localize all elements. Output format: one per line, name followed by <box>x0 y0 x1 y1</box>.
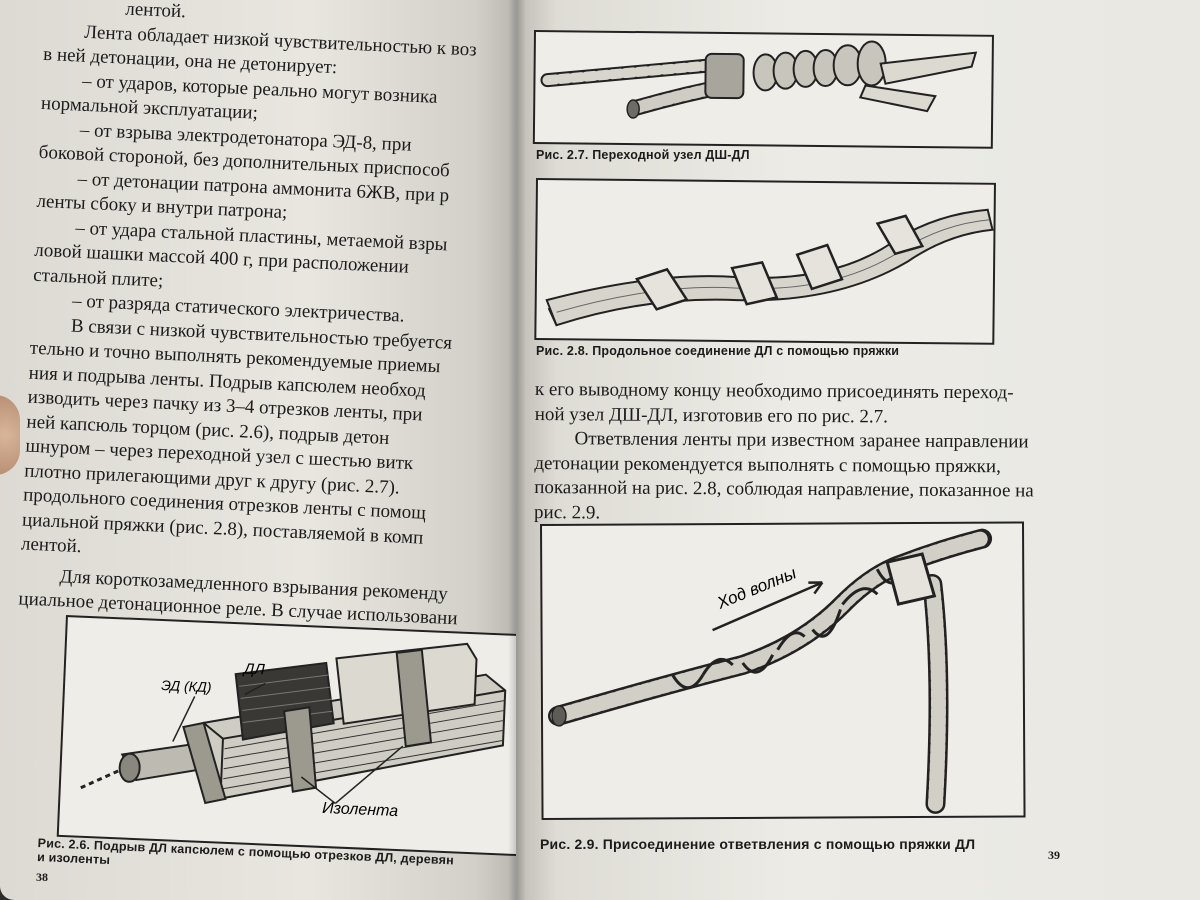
figure-2-7-caption: Рис. 2.7. Переходной узел ДШ-ДЛ <box>536 148 750 162</box>
left-page-text: лентой. Лента обладает низкой чувствител… <box>18 0 516 634</box>
label-dl: ДЛ <box>243 660 266 679</box>
book-gutter <box>508 0 526 900</box>
figure-2-8-illustration <box>545 208 994 327</box>
label-ed-kd: ЭД (КД) <box>160 677 212 696</box>
label-izolenta: Изолента <box>321 799 399 821</box>
figure-2-7 <box>532 30 994 149</box>
figure-2-9-illustration <box>548 528 993 814</box>
text-line: ной узел ДШ-ДЛ, изготовив его по рис. 2.… <box>534 403 889 427</box>
figure-2-9-caption: Рис. 2.9. Присоединение ответвления с по… <box>540 836 976 852</box>
figure-2-8 <box>534 178 996 345</box>
right-page-text: к его выводному концу необходимо присоед… <box>534 378 1040 529</box>
figure-2-9: Ход волны <box>540 521 1026 820</box>
figure-2-6-illustration <box>80 642 507 805</box>
text-line: Ответвления ленты при известном заранее … <box>574 428 1029 453</box>
text-line: к его выводному концу необходимо присоед… <box>534 378 1014 404</box>
page-number-right: 39 <box>1048 848 1060 862</box>
page-number-left: 38 <box>36 870 48 884</box>
left-page: лентой. Лента обладает низкой чувствител… <box>0 0 516 900</box>
text-line: показанной на рис. 2.8, соблюдая направл… <box>534 476 1034 502</box>
text-line: детонации рекомендуется выполнять с помо… <box>534 452 1001 477</box>
thumb <box>0 395 20 475</box>
figure-2-7-illustration <box>540 40 978 119</box>
figure-2-8-caption: Рис. 2.8. Продольное соединение ДЛ с пом… <box>536 344 900 358</box>
figure-2-6: ДЛ ЭД (КД) Изолента <box>56 615 516 857</box>
